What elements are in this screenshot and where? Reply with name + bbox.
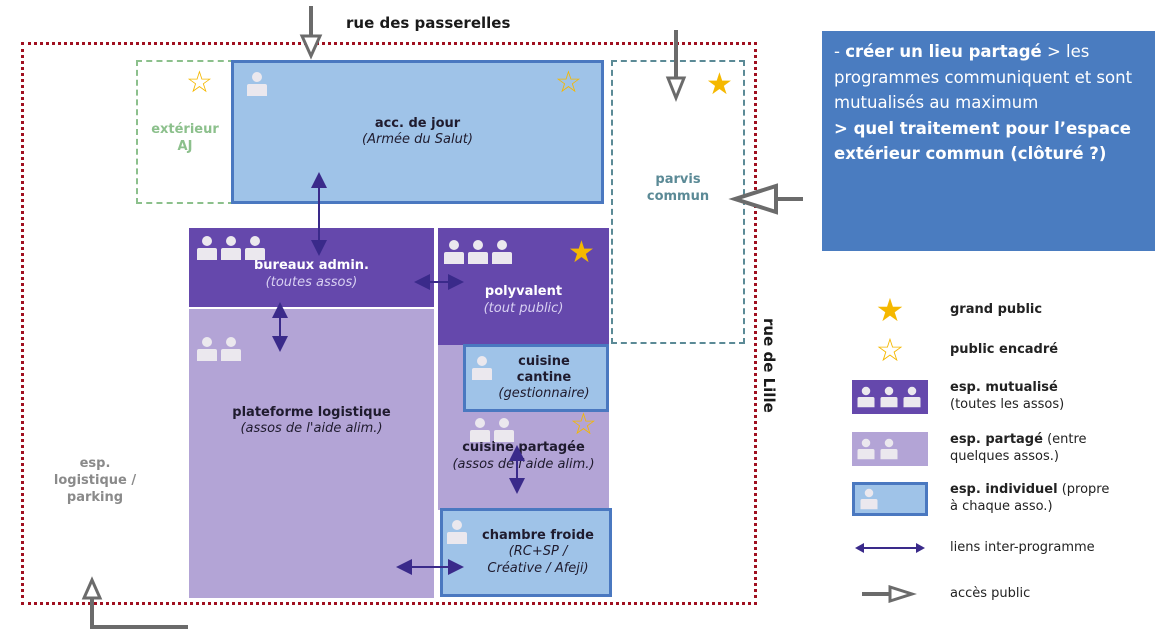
zone-plateforme-subtitle: (assos de l'aide alim.)	[240, 421, 383, 437]
zone-polyvalent-subtitle: (tout public)	[483, 300, 564, 316]
star-outline-icon: ☆	[186, 65, 213, 100]
legend-partage-bold: esp. partagé	[950, 432, 1043, 448]
legend-public-encadre: ☆ public encadré	[850, 334, 1058, 366]
access-arrow-right	[728, 183, 803, 215]
people-icon-shared	[470, 418, 514, 442]
star-filled-icon: ★	[875, 291, 905, 329]
zone-chambre-froide: chambre froide (RC+SP / Créative / Afeji…	[440, 508, 612, 597]
legend-partage-rest: (entre quelques assos.)	[950, 432, 1087, 464]
star-outline-icon: ☆	[555, 65, 582, 100]
legend-individuel-bold: esp. individuel	[950, 482, 1058, 498]
star-filled-icon: ★	[706, 67, 733, 102]
legend-acces: accès public	[850, 584, 1030, 604]
people-icon-mutual	[197, 236, 265, 260]
zone-parvis-title: parvis	[655, 172, 701, 187]
street-label-top: rue des passerelles	[346, 14, 511, 32]
people-icon-mutual	[444, 240, 512, 264]
zone-acc-de-jour-title: acc. de jour	[374, 115, 461, 131]
zone-parking-label: esp. logistique / parking	[40, 456, 150, 507]
swatch-individuel	[852, 482, 928, 516]
zone-chambre-froide-subtitle-2: Créative / Afeji)	[487, 560, 589, 576]
zone-bureaux-title: bureaux admin.	[253, 258, 369, 274]
zone-acc-de-jour-subtitle: (Armée du Salut)	[362, 132, 473, 147]
legend-grand-public: ★ grand public	[850, 294, 1042, 326]
legend-individuel-rest: (propre à chaque asso.)	[950, 482, 1110, 514]
legend-liens: liens inter-programme	[850, 540, 1095, 557]
star-outline-icon: ☆	[875, 331, 905, 369]
site-boundary	[21, 42, 757, 605]
zone-chambre-froide-subtitle-1: (RC+SP /	[508, 544, 568, 560]
note-bold-2: > quel traitement pour l’espace extérieu…	[834, 118, 1131, 164]
note-bold-1: créer un lieu partagé	[845, 42, 1042, 61]
zone-exterieur-aj-title: extérieur	[151, 122, 219, 138]
legend-partage: esp. partagé (entre quelques assos.)	[850, 432, 1100, 466]
zone-plateforme-title: plateforme logistique	[232, 405, 391, 420]
access-arrow-top	[299, 6, 323, 60]
legend-grand-public-label: grand public	[950, 301, 1043, 317]
parking-line-2: logistique /	[53, 472, 137, 488]
note-text-1: > les programmes communiquent et sont mu…	[834, 42, 1133, 113]
zone-acc-de-jour: acc. de jour (Armée du Salut)	[231, 60, 604, 204]
people-icon-individual	[247, 72, 267, 96]
parking-line-3: parking	[66, 489, 124, 505]
legend-individuel: esp. individuel (propre à chaque asso.)	[850, 482, 1120, 516]
note-prefix: -	[834, 42, 846, 61]
zone-cuisine-cantine-title-1: cuisine	[518, 353, 570, 369]
legend-mutualise: esp. mutualisé(toutes les assos)	[850, 380, 1064, 414]
zone-bureaux-subtitle: (toutes assos)	[265, 274, 358, 290]
zone-exterieur-aj-subtitle: AJ	[177, 139, 193, 154]
access-arrow-icon	[862, 584, 917, 604]
people-icon-shared	[197, 337, 241, 361]
zone-cuisine-cantine-subtitle: (gestionnaire)	[498, 386, 590, 402]
legend-public-encadre-label: public encadré	[950, 341, 1059, 357]
note-box: - créer un lieu partagé > les programmes…	[822, 31, 1155, 251]
swatch-partage	[852, 432, 928, 466]
star-outline-icon: ☆	[570, 407, 597, 442]
legend-liens-label: liens inter-programme	[950, 540, 1095, 555]
link-arrow-icon	[855, 543, 925, 554]
zone-cuisine-cantine-title-2: cantine	[516, 369, 572, 385]
legend-mutualise-bold: esp. mutualisé	[950, 380, 1058, 396]
zone-parvis-subtitle: commun	[646, 188, 710, 204]
people-icon-individual	[472, 356, 492, 380]
legend-mutualise-rest: (toutes les assos)	[950, 397, 1065, 412]
zone-polyvalent: polyvalent (tout public)	[438, 228, 609, 345]
access-arrow-parking	[81, 576, 188, 629]
access-arrow-parvis	[665, 30, 687, 103]
people-icon-individual	[447, 520, 467, 544]
legend-acces-label: accès public	[950, 585, 1031, 601]
zone-polyvalent-title: polyvalent	[484, 284, 563, 300]
zone-chambre-froide-title: chambre froide	[482, 528, 594, 544]
swatch-mutualise	[852, 380, 928, 414]
star-filled-icon: ★	[568, 235, 595, 270]
parking-line-1: esp.	[79, 456, 111, 471]
